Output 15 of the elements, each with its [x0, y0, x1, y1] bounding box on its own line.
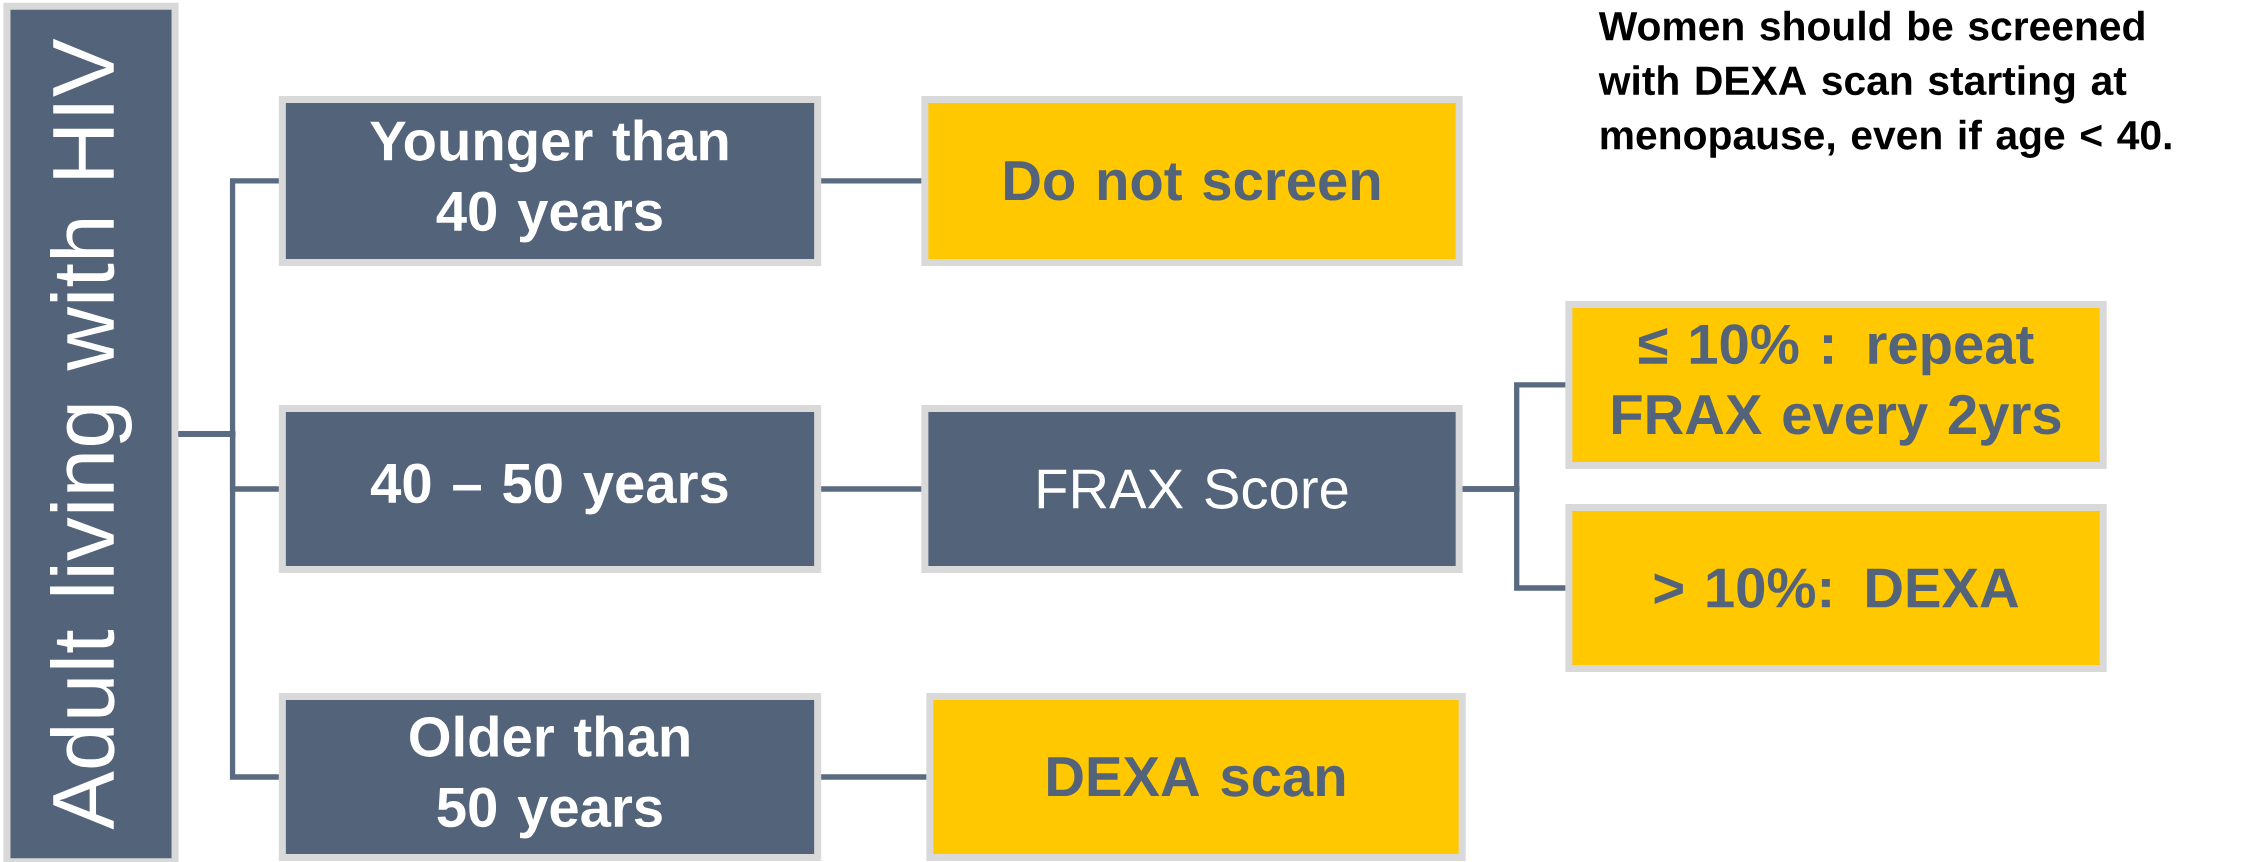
- category-box: Older than 50 years: [278, 692, 822, 862]
- result-box: Do not screen: [921, 95, 1463, 267]
- result-box: > 10%: DEXA: [1565, 503, 2107, 673]
- connector-line: [178, 431, 279, 780]
- result-box: DEXA scan: [926, 692, 1466, 862]
- connector-line: [821, 486, 922, 492]
- connector-line: [821, 774, 927, 780]
- connector-line: [1462, 486, 1566, 591]
- note-text: Women should be screened with DEXA scan starting at menopause, even if age < 40.: [1598, 10, 2171, 158]
- category-box: Younger than 40 years: [278, 95, 822, 267]
- process-box: FRAX Score: [921, 404, 1463, 574]
- side-bar: Adult living with HIV: [3, 2, 179, 862]
- category-box: 40 – 50 years: [278, 404, 822, 574]
- result-box: ≤ 10% : repeat FRAX every 2yrs: [1565, 300, 2107, 470]
- connector-line: [821, 178, 922, 184]
